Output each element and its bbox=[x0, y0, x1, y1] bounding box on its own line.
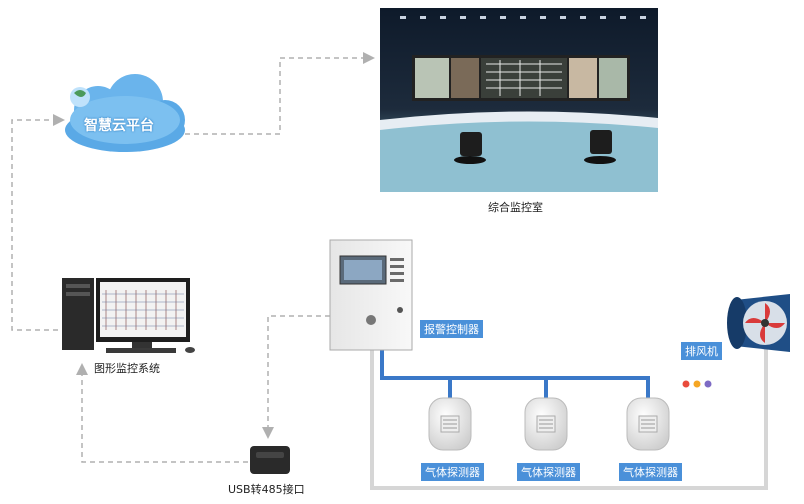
cloud-label: 智慧云平台 bbox=[84, 118, 154, 134]
alarm-controller-tag: 报警控制器 bbox=[420, 320, 483, 338]
alarm-panel-icon bbox=[329, 239, 413, 351]
usb-caption: USB转485接口 bbox=[228, 483, 305, 496]
detector-tag-3: 气体探测器 bbox=[619, 463, 682, 481]
fan-tag: 排风机 bbox=[681, 342, 722, 360]
control-room-image bbox=[380, 8, 658, 192]
detector-tag-1: 气体探测器 bbox=[421, 463, 484, 481]
status-dots bbox=[682, 380, 712, 388]
usb-to-pc-link bbox=[76, 363, 248, 463]
controller-to-usb-link bbox=[262, 315, 330, 439]
pc-to-cloud-link bbox=[11, 114, 65, 331]
exhaust-fan-icon bbox=[727, 294, 790, 352]
cloud-icon bbox=[65, 74, 185, 152]
usb-converter-icon bbox=[250, 446, 290, 474]
gas-detector-icon bbox=[428, 397, 670, 451]
pc-caption: 图形监控系统 bbox=[94, 362, 160, 375]
computer-icon bbox=[62, 278, 195, 353]
fan-return-line bbox=[370, 345, 768, 490]
cloud-to-control-room-link bbox=[185, 52, 375, 135]
dashed-links bbox=[11, 52, 375, 463]
detector-bus bbox=[380, 350, 650, 400]
detector-tag-2: 气体探测器 bbox=[517, 463, 580, 481]
control-room-caption: 综合监控室 bbox=[488, 201, 543, 214]
